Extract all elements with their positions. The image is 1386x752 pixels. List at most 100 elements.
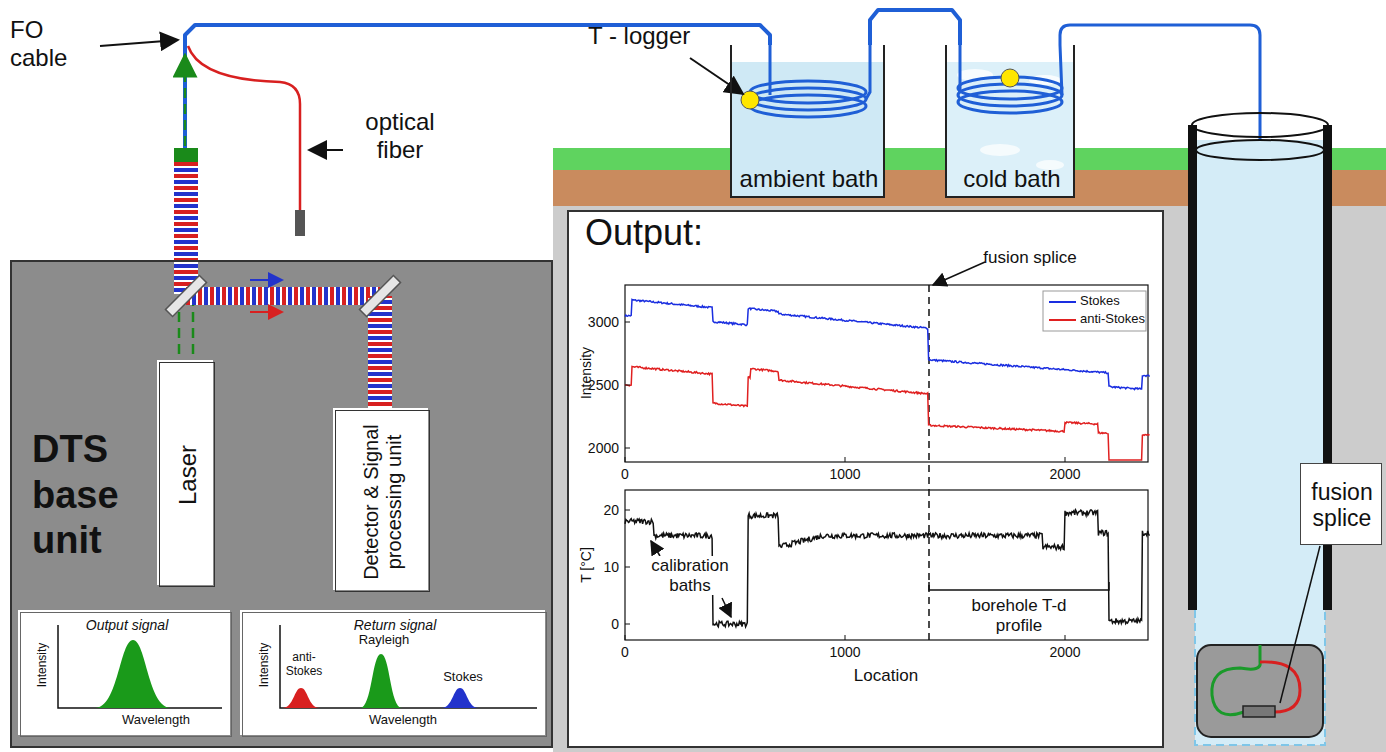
callout-box: fusion splice	[1300, 463, 1382, 545]
laser-box: Laser	[159, 362, 215, 587]
drawing-part	[1260, 662, 1300, 712]
drawing-part	[625, 457, 626, 462]
drawing-part	[165, 275, 206, 316]
node-text: Rayleigh	[359, 633, 410, 648]
drawing-part	[1049, 301, 1076, 303]
drawing-part	[625, 624, 630, 625]
drawing-part	[722, 598, 731, 617]
detector-box: Detector & Signal processing unit	[335, 410, 430, 592]
drawing-part	[1197, 645, 1323, 737]
label-text: 0	[611, 616, 619, 632]
node-text: Wavelength	[369, 713, 437, 728]
drawing-part	[625, 300, 1150, 390]
drawing-part	[282, 688, 320, 708]
label-text: 1000	[829, 644, 860, 660]
return-signal-inset: Return signalanti-StokesRayleighStokesIn…	[242, 612, 547, 737]
label-text: Location	[854, 666, 918, 686]
drawing-part	[58, 625, 537, 708]
drawing-part	[625, 366, 1150, 460]
drawing-part	[333, 408, 428, 590]
node-text: fusion splice	[1304, 479, 1380, 532]
drawing-part	[567, 210, 1164, 748]
drawing-part	[192, 296, 195, 360]
drawing-part	[741, 91, 759, 109]
label-text: T - logger	[588, 22, 690, 50]
drawing-part	[625, 322, 630, 323]
drawing-part	[1188, 125, 1197, 610]
drawing-part	[1043, 291, 1146, 331]
drawing-part	[1195, 140, 1325, 745]
drawing-part	[1065, 457, 1066, 462]
label-text: T [°C]	[578, 547, 594, 583]
drawing-part	[174, 148, 198, 162]
drawing-part	[240, 610, 545, 735]
node-text: Return signal	[354, 617, 437, 633]
drawing-part	[1065, 635, 1066, 640]
node-text: anti-Stokes	[279, 651, 329, 679]
drawing-part	[732, 62, 883, 196]
drawing-part	[1049, 319, 1076, 321]
drawing-part	[625, 635, 626, 640]
drawing-part	[18, 610, 230, 735]
drawing-part	[1212, 645, 1260, 715]
drawing-part	[1192, 113, 1328, 137]
drawing-part	[250, 311, 282, 313]
drawing-part	[295, 210, 305, 236]
drawing-part	[651, 541, 660, 556]
drawing-part	[309, 149, 343, 151]
drawing-part	[625, 448, 630, 449]
drawing-part	[368, 296, 392, 408]
fiber-cable	[185, 25, 770, 260]
output-signal-inset: Output signalIntensityWavelength	[20, 612, 232, 737]
legend-text: Stokes	[1080, 294, 1120, 309]
drawing-part	[184, 55, 187, 70]
bath-tank: cold bath	[945, 45, 1075, 198]
drawing-part	[280, 625, 537, 708]
node-text: Detector & Signal processing unit	[360, 420, 406, 585]
legend-text: anti-Stokes	[1080, 312, 1145, 327]
drawing-part	[359, 275, 400, 316]
drawing-part	[1300, 463, 1382, 545]
node-text: cold bath	[963, 165, 1060, 193]
label-text: 0	[621, 466, 629, 482]
drawing-part	[845, 635, 846, 640]
bath-tank: ambient bath	[730, 45, 885, 198]
label-text: optical fiber	[345, 108, 455, 163]
fiber-cable	[870, 10, 960, 45]
label-text: 2000	[588, 440, 619, 456]
drawing-part	[750, 95, 866, 117]
drawing-part	[845, 457, 846, 462]
drawing-part	[174, 162, 198, 294]
label-text: Intensity	[578, 347, 594, 399]
drawing-part	[1280, 546, 1320, 703]
drawing-part	[1243, 706, 1275, 717]
drawing-part	[100, 40, 178, 46]
drawing-part	[184, 62, 187, 146]
base-unit-panel: DTS base unitLaserDetector & Signal proc…	[10, 260, 553, 748]
label-text: calibration baths	[642, 556, 738, 595]
drawing-part	[625, 567, 630, 568]
drawing-part	[625, 300, 1150, 641]
node-text: Output:	[585, 212, 703, 253]
drawing-part	[186, 287, 380, 305]
drawing-part	[625, 510, 630, 511]
drawing-part	[188, 46, 300, 210]
label-text: 1000	[829, 466, 860, 482]
drawing-part	[157, 360, 213, 585]
node-text: Intensity	[258, 643, 272, 688]
drawing-part	[625, 385, 630, 386]
drawing-part	[1196, 140, 1324, 160]
node-text: Wavelength	[122, 713, 190, 728]
drawing-part	[1001, 69, 1019, 87]
drawing-part	[250, 279, 282, 281]
label-text: 10	[603, 559, 619, 575]
node-text: Output signal	[86, 617, 169, 633]
drawing-part	[58, 625, 222, 708]
drawing-part	[933, 262, 985, 285]
label-text: 2000	[1049, 644, 1080, 660]
label-text: 2000	[1049, 466, 1080, 482]
drawing-part	[980, 144, 1020, 156]
drawing-part	[95, 640, 171, 708]
node-text: Laser	[174, 445, 202, 505]
